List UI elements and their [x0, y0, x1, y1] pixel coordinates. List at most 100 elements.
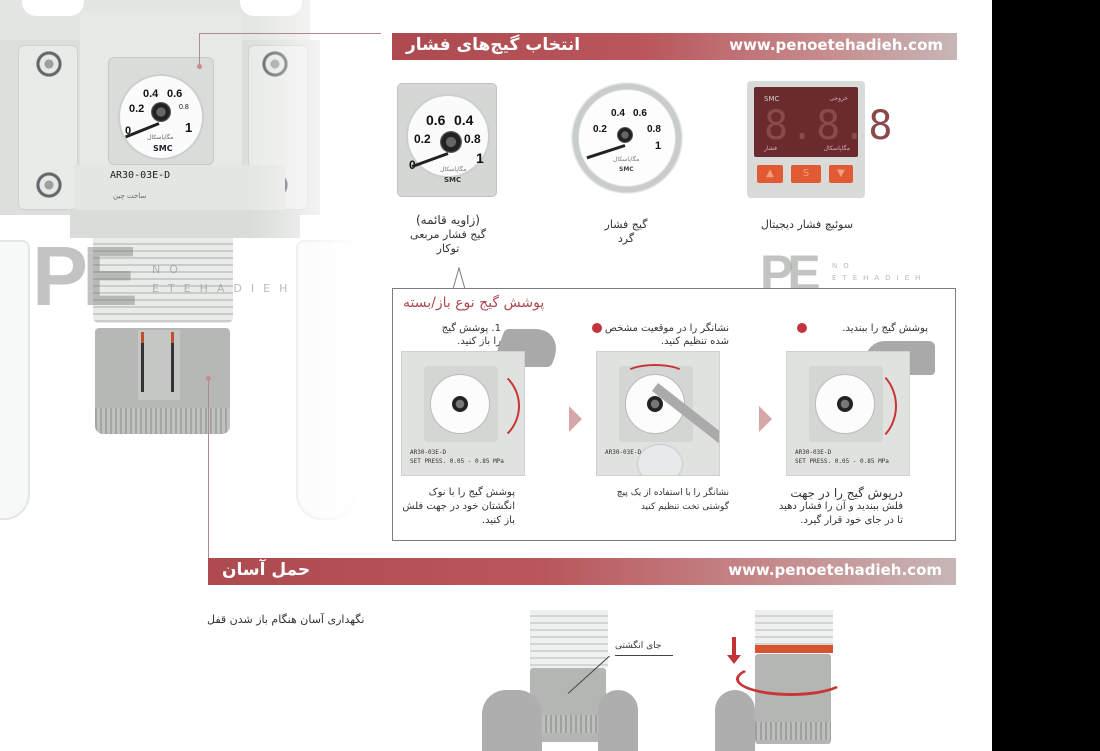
instruction-line: نشانگر را در موقعیت مشخص	[604, 323, 729, 334]
mounted-gauge: 0 0.2 0.4 0.6 0.8 1 مگاپاسکال SMC	[108, 57, 214, 165]
gauge-tick: 0.4	[611, 108, 625, 119]
hand-illustration	[715, 690, 755, 751]
pointer-caret-icon	[452, 266, 466, 290]
step-1-description: پوشش گیج را با نوک انگشتان خود در جهت فل…	[393, 486, 515, 528]
product-label: AR30-03E-D SET PRESS. 0.05 - 0.85 MPa	[410, 448, 504, 466]
screen-label: مگاپاسکال	[823, 145, 850, 152]
step-1-image: AR30-03E-D SET PRESS. 0.05 - 0.85 MPa	[401, 351, 525, 476]
rotate-arrow-icon	[827, 366, 897, 446]
watermark-text: ETEHADIEH	[832, 274, 927, 282]
section-title: انتخاب گیج‌های فشار	[406, 35, 581, 55]
digital-switch-image: SMC خروجی 8.8.8 فشار مگاپاسکال ▲ S ▼	[747, 81, 892, 198]
knob-slot	[141, 332, 144, 392]
screen-label: فشار	[764, 145, 777, 152]
bonnet-thread	[93, 238, 233, 323]
gauge-tick: 0.6	[633, 108, 647, 119]
hand-illustration	[598, 690, 638, 751]
lock-ring	[755, 645, 833, 653]
rotate-arrow-icon	[736, 662, 846, 696]
gauge-scale-label: مگاپاسکال	[147, 134, 174, 141]
gauge-tick: 0.4	[143, 88, 159, 100]
gauge-scale-label: مگاپاسکال	[440, 166, 467, 173]
website-link[interactable]: www.penoetehadieh.com	[729, 36, 943, 54]
knob-thread	[530, 610, 608, 668]
push-down-arrow-icon	[732, 637, 736, 657]
step-number-badge	[797, 323, 808, 333]
watermark-text: NO	[832, 262, 855, 270]
step-2-image: AR30-03E-D	[596, 351, 720, 476]
leader-dot	[197, 64, 202, 69]
watermark-logo: PE	[32, 229, 138, 323]
knob-ribs	[755, 722, 831, 740]
removed-cover	[637, 444, 683, 475]
product-label: AR30-03E-D	[605, 448, 641, 457]
gauge-hub	[151, 102, 171, 122]
instruction-line: شده تنظیم کنید.	[660, 336, 729, 347]
switch-brand: SMC	[764, 95, 780, 103]
knob-grip-ribs	[95, 408, 230, 434]
step-3-image: AR30-03E-D SET PRESS. 0.05 - 0.85 MPa	[786, 351, 910, 476]
right-black-margin	[992, 0, 1100, 751]
gauge-tick: 1	[185, 120, 193, 135]
gauge-tick: 0.4	[454, 112, 474, 128]
spec-label: SET PRESS. 0.05 - 0.85 MPa	[795, 458, 889, 465]
watermark-text: ETEHADIEH	[152, 282, 297, 295]
website-link[interactable]: www.penoetehadieh.com	[728, 561, 942, 579]
leader-line	[199, 33, 381, 34]
set-button: S	[791, 165, 821, 183]
gauge-tick: 0.2	[414, 132, 431, 146]
model-label: AR30-03E-D	[795, 449, 832, 456]
leader-dot	[206, 376, 211, 381]
regulator-product-image: 0 0.2 0.4 0.6 0.8 1 مگاپاسکال SMC AR30-0…	[0, 0, 360, 530]
screen-label: خروجی	[829, 95, 848, 102]
spec-label: SET PRESS. 0.05 - 0.85 MPa	[410, 458, 504, 465]
step-3-description: درپوش گیج را در جهت فلش ببندید و آن را ف…	[773, 486, 903, 528]
model-label: AR30-03E-D	[110, 170, 171, 181]
gauge-tick: 0.2	[593, 124, 607, 135]
gauge-hub	[647, 396, 663, 412]
gauge-tick: 0.6	[167, 88, 183, 100]
down-button: ▼	[829, 165, 853, 183]
knob-grip-image	[482, 610, 638, 751]
digital-switch-caption: سوئیچ فشار دیجیتال	[742, 218, 872, 232]
rotate-arrow-icon	[440, 366, 520, 446]
gauge-tick: 0	[125, 125, 132, 137]
origin-label: ساخت چین	[113, 192, 147, 200]
cover-box-title: پوشش گیج نوع باز/بسته	[403, 295, 545, 311]
gauge-tick: 0.2	[129, 103, 145, 115]
model-label: AR30-03E-D	[605, 449, 642, 456]
section-header-handling: حمل آسان www.penoetehadieh.com	[208, 558, 956, 585]
step-arrow-icon	[759, 406, 772, 432]
gauge-tick: 0.8	[179, 104, 189, 111]
step-2-description: نشانگر را با استفاده از یک پیچ گوشتی تخت…	[589, 486, 729, 514]
caption-line: توکار	[436, 242, 460, 255]
model-label: AR30-03E-D	[410, 449, 447, 456]
callout-line	[615, 655, 673, 656]
description-line: پوشش گیج را با نوک	[428, 487, 515, 498]
step-number-badge	[591, 323, 602, 333]
caption-line: (زاویه قائمه)	[416, 213, 480, 227]
instruction-line: 1. پوشش گیج	[441, 323, 501, 334]
description-line: تا در جای خود قرار گیرد.	[800, 515, 903, 526]
screw-icon	[36, 51, 62, 77]
product-label: AR30-03E-D SET PRESS. 0.05 - 0.85 MPa	[795, 448, 889, 466]
knob-slot	[171, 332, 174, 392]
push-down-arrow-icon	[727, 655, 741, 664]
gauge-tick: 0.8	[464, 132, 481, 146]
gauge-brand: SMC	[619, 166, 634, 173]
description-line: انگشتان خود در جهت فلش	[402, 501, 515, 512]
knob-ribs	[530, 715, 606, 733]
caption-line: گرد	[617, 232, 635, 245]
handling-description: نگهداری آسان هنگام باز شدن قفل	[207, 613, 365, 626]
description-line: درپوش گیج را در جهت	[790, 486, 903, 500]
screw-icon	[36, 172, 62, 198]
square-gauge-caption: (زاویه قائمه) گیج فشار مربعی توکار	[400, 213, 496, 256]
gauge-brand: SMC	[153, 144, 173, 153]
gauge-brand: SMC	[444, 176, 462, 184]
step-3-instruction: پوشش گیج را ببندید.	[768, 322, 928, 335]
description-line: گوشتی تخت تنظیم کنید	[640, 502, 729, 512]
gauge-tick: 1	[655, 140, 662, 152]
caption-line: گیج فشار مربعی	[410, 228, 486, 241]
up-button: ▲	[757, 165, 783, 183]
finger-grip-callout: جای انگشتی	[615, 641, 662, 651]
